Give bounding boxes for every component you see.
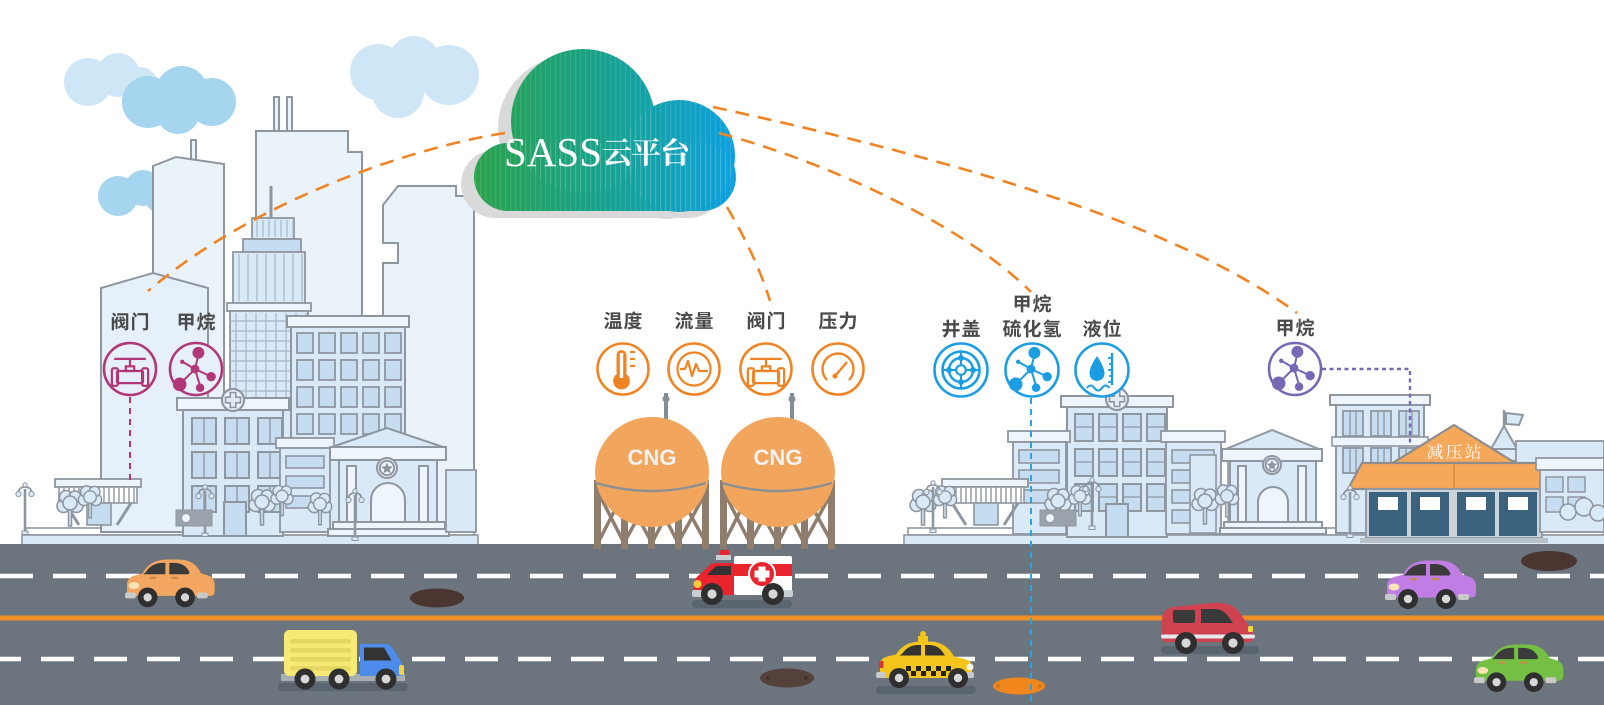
svg-text:SASS: SASS: [504, 129, 602, 175]
svg-text:CNG: CNG: [628, 445, 677, 470]
svg-text:CNG: CNG: [754, 445, 803, 470]
